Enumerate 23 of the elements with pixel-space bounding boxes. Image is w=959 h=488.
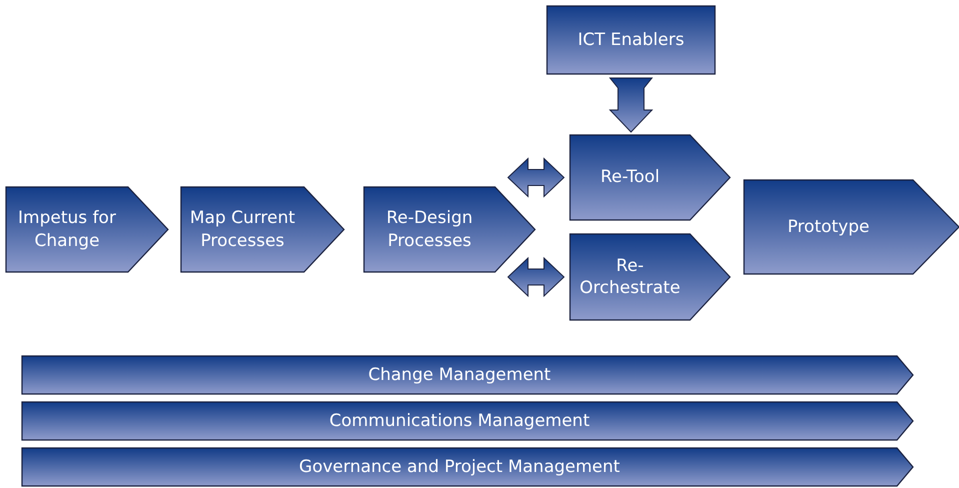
node-label: Re- Orchestrate (578, 254, 682, 300)
chevron-shape (181, 187, 344, 272)
chevron-shape (6, 187, 168, 272)
node-label: Map Current Processes (188, 207, 296, 252)
double-block-arrow (507, 157, 565, 198)
double-block-arrow (507, 256, 565, 298)
node-label: Communications Management (328, 410, 591, 432)
node-label: Re-Tool (599, 166, 661, 189)
process-box (547, 6, 715, 74)
node-label: Re-Design Processes (385, 207, 474, 252)
node-label: ICT Enablers (576, 28, 686, 52)
chevron-band (22, 356, 913, 394)
chevron-shape (570, 135, 730, 220)
chevron-band (22, 448, 913, 486)
chevron-band (22, 402, 913, 440)
block-arrow (608, 78, 654, 133)
node-label: Governance and Project Management (298, 456, 621, 478)
node-label: Impetus for Change (17, 207, 117, 252)
node-label: Change Management (367, 364, 552, 386)
chevron-shape (570, 234, 730, 320)
node-label: Prototype (786, 216, 870, 238)
chevron-shape (364, 187, 535, 272)
chevron-shape (744, 180, 959, 274)
